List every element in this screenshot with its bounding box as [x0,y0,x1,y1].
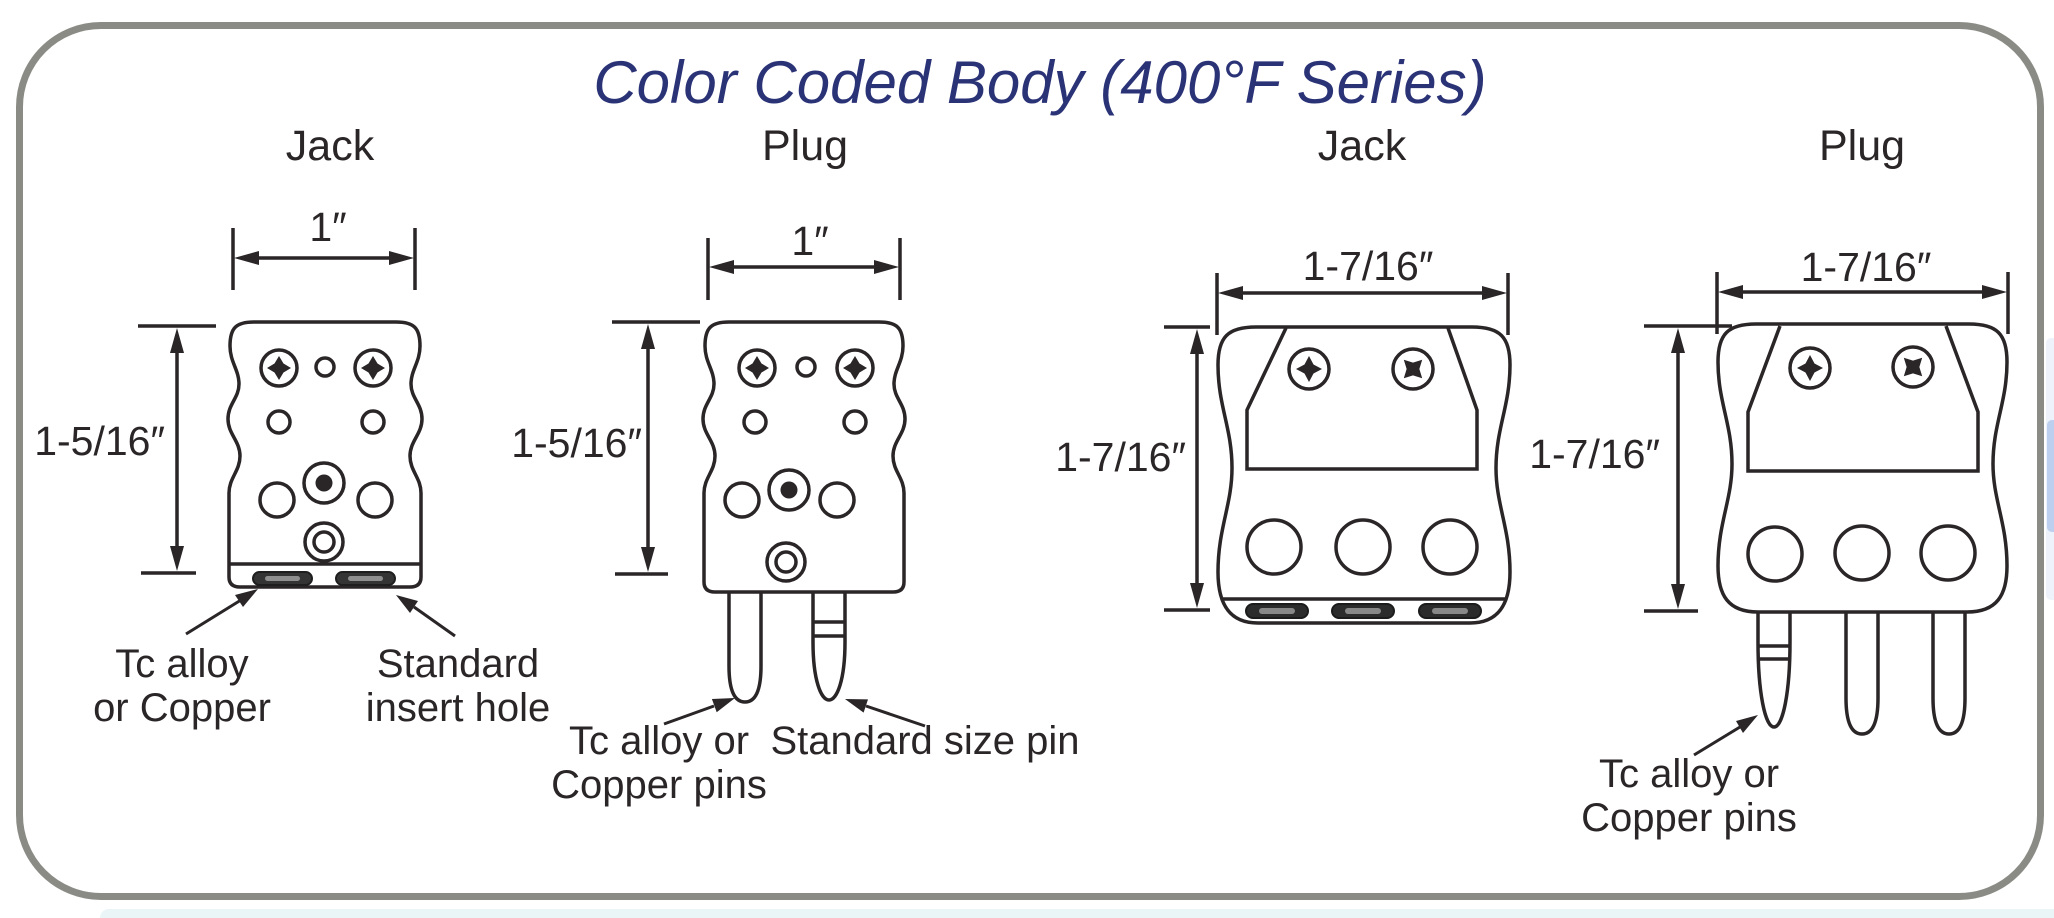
plug-small-drawing [612,238,926,728]
jack-small-drawing [138,228,456,638]
phillips-screw-icon [361,356,385,380]
plug-large-width-dim: 1-7/16″ [1800,244,1932,290]
face-recess-panel [1746,325,1980,473]
width-dimension-arrow [1715,272,2010,334]
plug-small-left-callout: Tc alloy or Copper pins [551,719,767,807]
phillips-screw-icon [745,356,769,380]
plain-pin [1844,612,1880,736]
width-dimension-arrow [1215,273,1510,335]
callout-arrows [663,698,926,728]
face-recess-panel [1245,327,1479,471]
jack-small-label: Jack [285,122,375,170]
jack-large-label: Jack [1317,122,1407,170]
jack-large-height-dim: 1-7/16″ [1055,434,1186,480]
phillips-screw-icon [843,356,867,380]
jack-small-width-dim: 1″ [309,204,347,250]
height-dimension-arrow [138,324,216,575]
connector-pins [1756,612,1967,736]
connector-body [1716,322,2009,614]
phillips-screw-icon [1903,357,1923,377]
plain-pin [727,592,763,704]
jack-small-right-callout: Standard insert hole [365,642,551,730]
standard-size-pin [811,592,847,702]
plug-large-drawing [1644,272,2010,757]
plug-small-height-dim: 1-5/16″ [511,420,642,466]
plug-small-label: Plug [761,122,849,170]
jack-large-width-dim: 1-7/16″ [1302,243,1434,289]
plug-small-width-dim: 1″ [791,218,829,264]
height-dimension-arrow [1164,325,1210,612]
jack-small-height-dim: 1-5/16″ [34,418,165,464]
diagram-title: Color Coded Body (400°F Series) [593,49,1487,116]
width-dimension-arrow [231,228,417,290]
plain-pin [1931,612,1967,736]
height-dimension-arrow [1644,324,1732,613]
plug-large-label: Plug [1818,122,1906,170]
plug-large-height-dim: 1-7/16″ [1529,431,1660,477]
jack-small-left-callout: Tc alloy or Copper [93,642,271,730]
jack-large-drawing [1164,273,1512,625]
plug-large-callout: Tc alloy or Copper pins [1581,752,1797,840]
plug-small-right-callout: Standard size pin [770,719,1080,763]
width-dimension-arrow [706,238,902,300]
right-edge-partial-accent [2047,420,2054,532]
phillips-screw-icon [1296,356,1322,382]
connector-body [1216,325,1512,625]
callout-arrows [185,589,456,638]
phillips-screw-icon [1797,355,1823,381]
bottom-edge-partial-panel [100,909,2054,918]
phillips-screw-icon [267,356,291,380]
callout-arrows [1693,715,1758,757]
phillips-screw-icon [1403,359,1423,379]
connector-body [701,320,907,594]
standard-size-pin [1756,612,1792,729]
height-dimension-arrow [612,320,700,576]
connector-pins [727,592,847,704]
connector-body [226,320,424,589]
